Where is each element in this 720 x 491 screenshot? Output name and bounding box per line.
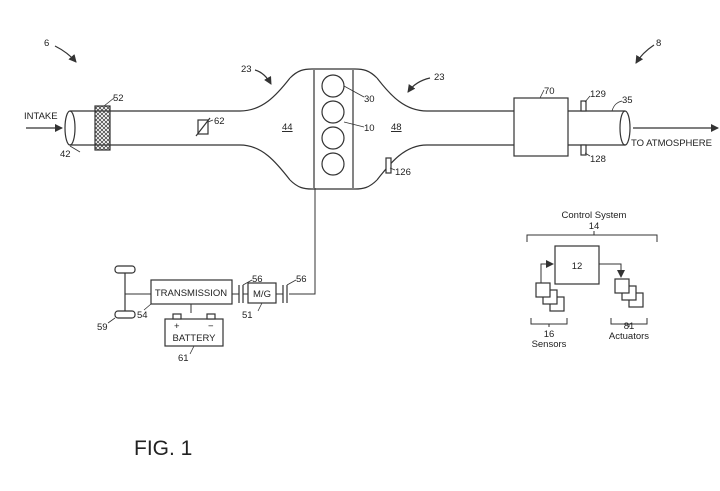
wheel-icon-bottom bbox=[114, 310, 136, 319]
intake-label: INTAKE bbox=[24, 111, 58, 122]
motor-generator-label: M/G bbox=[253, 289, 271, 300]
outlet-label: TO ATMOSPHERE bbox=[631, 138, 712, 149]
clutch-icon-right bbox=[282, 285, 288, 303]
ref-48: 48 bbox=[391, 122, 402, 133]
sensor-signal-arrow-icon bbox=[540, 260, 554, 283]
ref-42: 42 bbox=[60, 149, 71, 160]
callout-arrow-icon-6 bbox=[54, 45, 77, 63]
exhaust-sensor-126 bbox=[385, 157, 392, 174]
battery-terminal-right bbox=[206, 313, 216, 320]
ref-10: 10 bbox=[364, 123, 375, 134]
battery-plus-icon: + bbox=[174, 321, 180, 332]
ref-52: 52 bbox=[113, 93, 124, 104]
battery-minus-icon: − bbox=[208, 321, 214, 332]
ref-128: 128 bbox=[590, 154, 606, 165]
controller-number: 12 bbox=[572, 261, 583, 272]
actuators-stack bbox=[614, 278, 644, 308]
filter-icon bbox=[94, 105, 111, 151]
control-system-bracket bbox=[526, 234, 658, 242]
emission-device-70 bbox=[513, 97, 569, 157]
ref-23-left: 23 bbox=[241, 64, 252, 75]
figure-caption: FIG. 1 bbox=[134, 437, 192, 460]
battery-label: BATTERY bbox=[173, 333, 217, 344]
ref-62: 62 bbox=[214, 116, 225, 127]
callout-arrow-icon-8 bbox=[635, 44, 655, 64]
ref-30: 30 bbox=[364, 94, 375, 105]
callout-arrow-icon-23b bbox=[407, 77, 431, 93]
ref-23-right: 23 bbox=[434, 72, 445, 83]
cylinder-icon bbox=[321, 74, 345, 176]
exhaust-pipe bbox=[376, 77, 514, 181]
actuators-number: 81 bbox=[624, 321, 635, 332]
battery-block bbox=[164, 318, 224, 347]
controller-block bbox=[554, 245, 600, 285]
ref-56-left: 56 bbox=[252, 274, 263, 285]
crankshaft-line bbox=[289, 188, 316, 295]
ref-126: 126 bbox=[395, 167, 411, 178]
wheel-icon-top bbox=[114, 265, 136, 274]
control-system-number: 14 bbox=[589, 221, 600, 232]
transmission-block bbox=[150, 279, 233, 305]
sensor-129 bbox=[580, 100, 587, 112]
throttle-icon bbox=[195, 117, 211, 137]
tailpipe bbox=[568, 110, 631, 146]
sensors-bracket bbox=[530, 318, 568, 325]
ref-61: 61 bbox=[178, 353, 189, 364]
clutch-icon-left bbox=[238, 285, 244, 303]
ref-59: 59 bbox=[97, 322, 108, 333]
control-system-title: Control System bbox=[562, 210, 627, 221]
battery-terminal-left bbox=[172, 313, 182, 320]
transmission-label: TRANSMISSION bbox=[155, 288, 227, 299]
ref-35: 35 bbox=[622, 95, 633, 106]
engine-body bbox=[289, 68, 378, 190]
sensors-stack bbox=[535, 282, 565, 312]
ref-44: 44 bbox=[282, 122, 293, 133]
actuators-label: Actuators bbox=[609, 331, 649, 342]
callout-arrow-icon-23a bbox=[254, 69, 272, 85]
ref-51: 51 bbox=[242, 310, 253, 321]
ref-129: 129 bbox=[590, 89, 606, 100]
intake-pipe bbox=[64, 77, 291, 181]
ref-56-right: 56 bbox=[296, 274, 307, 285]
sensors-label: Sensors bbox=[532, 339, 567, 350]
ref-6: 6 bbox=[44, 38, 49, 49]
actuator-signal-arrow-icon bbox=[599, 263, 625, 278]
ref-8: 8 bbox=[656, 38, 661, 49]
sensor-128 bbox=[580, 144, 587, 156]
sensors-number: 16 bbox=[544, 329, 555, 340]
ref-54: 54 bbox=[137, 310, 148, 321]
ref-70: 70 bbox=[544, 86, 555, 97]
